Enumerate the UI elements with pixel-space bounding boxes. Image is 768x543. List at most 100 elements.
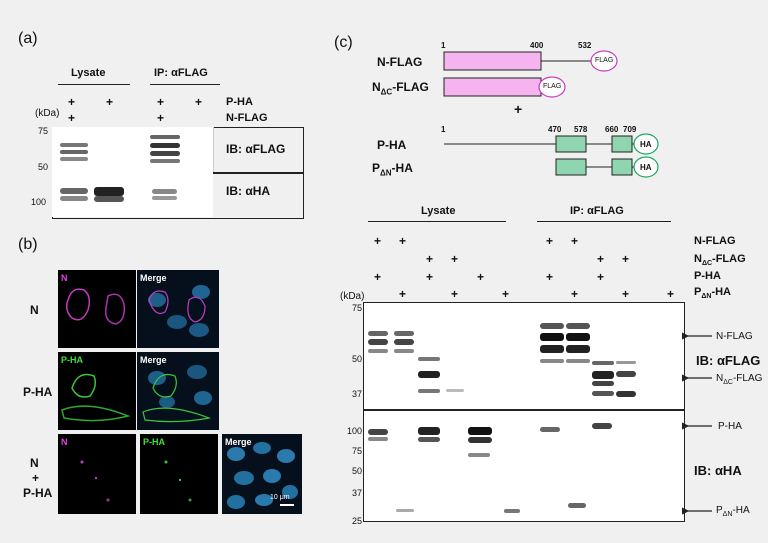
panel-a-blot-flag xyxy=(52,127,214,172)
plus-mark: + xyxy=(622,252,630,266)
row-label: N-FLAG xyxy=(694,235,736,247)
panel-a-tick: 75 xyxy=(37,126,48,136)
diagram-label-pha: P-HA xyxy=(377,138,407,152)
arrow-group xyxy=(682,332,712,515)
tile-label: N xyxy=(61,273,68,283)
diagram-pos: 1 xyxy=(441,41,446,50)
plus-mark: + xyxy=(374,234,382,248)
diagram-pos: 660 xyxy=(605,125,619,134)
panel-c-tick: 37 xyxy=(351,389,362,399)
plus-mark: + xyxy=(451,287,459,301)
panel-c-ib-ha: IB: αHA xyxy=(694,463,742,478)
micrograph-merge-2: Merge xyxy=(137,352,219,430)
panel-a-row2-label: N-FLAG xyxy=(226,112,268,124)
ha-tag: HA xyxy=(640,163,652,172)
diagram-label-nacflag: NΔC-FLAG xyxy=(372,80,429,97)
plus-mark: + xyxy=(546,270,554,284)
diagram-pos: 532 xyxy=(578,41,592,50)
panel-c-tick: 37 xyxy=(351,488,362,498)
plus-mark: + xyxy=(502,287,510,301)
panel-c-ip-rule xyxy=(537,221,671,222)
plus-mark: + xyxy=(374,270,382,284)
tile-label: Merge xyxy=(140,355,167,365)
panel-a-row1-label: P-HA xyxy=(226,96,253,108)
panel-a-lysate-rule xyxy=(58,84,130,85)
panel-a-row1-mark: + xyxy=(68,95,76,109)
panel-b-row-label-n2: N xyxy=(30,456,39,470)
micrograph-pha: P-HA xyxy=(58,352,136,430)
panel-a-tick: 50 xyxy=(37,162,48,172)
panel-c-blot-ha xyxy=(363,410,685,522)
diagram-pos: 400 xyxy=(530,41,544,50)
panel-c-tick: 75 xyxy=(351,303,362,313)
panel-b-row-label-plus: + xyxy=(32,471,40,485)
arrow-label: PΔN-HA xyxy=(716,505,750,518)
panel-c-kda: (kDa) xyxy=(340,291,365,302)
panel-a-row2-mark: + xyxy=(68,111,76,125)
row-label: NΔC-FLAG xyxy=(694,253,746,268)
diagram-label-panha: PΔN-HA xyxy=(372,161,413,178)
panel-b-row-label-pha2: P-HA xyxy=(23,486,53,500)
plus-mark: + xyxy=(667,287,675,301)
flag-tag: FLAG xyxy=(595,57,614,64)
micrograph-merge-3: Merge 10 μm xyxy=(222,434,302,514)
scalebar-label: 10 μm xyxy=(270,494,290,501)
arrow-label: P-HA xyxy=(718,421,742,432)
panel-c-blot-flag xyxy=(363,302,685,410)
panel-a-ip-rule xyxy=(150,84,220,85)
tile-label: Merge xyxy=(140,273,167,283)
diagram-pos: 470 xyxy=(548,125,562,134)
panel-c-label: (c) xyxy=(334,34,353,51)
panel-c-lysate-rule xyxy=(368,221,506,222)
diagram-pos: 1 xyxy=(441,125,446,134)
plus-mark: + xyxy=(597,270,605,284)
panel-a-row1-mark: + xyxy=(195,95,203,109)
domain-diagram xyxy=(443,50,659,178)
tile-label: P-HA xyxy=(61,355,83,365)
panel-c-tick: 50 xyxy=(351,466,362,476)
panel-c-tick: 25 xyxy=(351,516,362,526)
panel-c-header-lysate: Lysate xyxy=(421,205,456,217)
row-label: P-HA xyxy=(694,270,721,282)
plus-mark: + xyxy=(571,287,579,301)
plus-mark: + xyxy=(477,270,485,284)
panel-b-label: (b) xyxy=(18,236,38,253)
micrograph-pha-con: P-HA xyxy=(140,434,218,514)
micrograph-n: N xyxy=(58,270,136,348)
plus-mark: + xyxy=(451,252,459,266)
plus-mark: + xyxy=(426,270,434,284)
panel-a-header-ip: IP: αFLAG xyxy=(154,67,208,79)
panel-c-tick: 100 xyxy=(346,426,362,436)
tile-label: P-HA xyxy=(143,437,165,447)
panel-b-row-label-pha: P-HA xyxy=(23,385,53,399)
panel-c-tick: 50 xyxy=(351,354,362,364)
panel-a-kda-label: (kDa) xyxy=(35,108,60,119)
panel-c-header-ip: IP: αFLAG xyxy=(570,205,624,217)
plus-mark: + xyxy=(597,252,605,266)
panel-a-ib-flag: IB: αFLAG xyxy=(226,142,286,156)
panel-a-row1-mark: + xyxy=(106,95,114,109)
diagram-label-nflag: N-FLAG xyxy=(377,55,423,69)
micrograph-merge-1: Merge xyxy=(137,270,219,348)
plus-mark: + xyxy=(399,234,407,248)
plus-mark: + xyxy=(622,287,630,301)
panel-a-ib-ha: IB: αHA xyxy=(226,184,271,198)
micrograph-n-copha: N xyxy=(58,434,136,514)
diagram-pos: 578 xyxy=(574,125,588,134)
panel-a-label: (a) xyxy=(18,30,38,47)
panel-a-row2-mark: + xyxy=(157,111,165,125)
plus-mark: + xyxy=(571,234,579,248)
plus-mark: + xyxy=(399,287,407,301)
diagram-plus: + xyxy=(514,101,523,117)
plus-mark: + xyxy=(426,252,434,266)
scalebar xyxy=(280,504,294,506)
panel-a-header-lysate: Lysate xyxy=(71,67,106,79)
row-label: PΔN-HA xyxy=(694,286,731,301)
panel-c-ib-flag: IB: αFLAG xyxy=(696,353,761,368)
panel-c-tick: 75 xyxy=(351,446,362,456)
tile-label: Merge xyxy=(225,437,252,447)
panel-b-row-label-n: N xyxy=(30,303,39,317)
plus-mark: + xyxy=(546,234,554,248)
arrow-label: N-FLAG xyxy=(716,331,753,342)
panel-a-tick: 100 xyxy=(30,197,46,207)
